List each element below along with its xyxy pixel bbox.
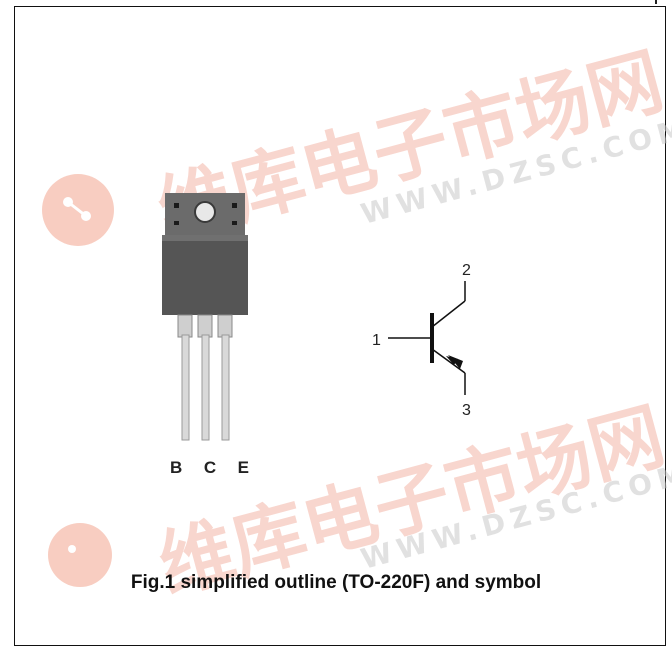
package-pin-labels: B C E	[170, 458, 250, 480]
pin-label-collector: C	[203, 458, 218, 477]
symbol-pin-emitter: 3	[462, 402, 471, 419]
to220f-package-image	[162, 193, 248, 441]
figure-caption: Fig.1 simplified outline (TO-220F) and s…	[130, 572, 542, 593]
corner-mark	[655, 0, 657, 4]
symbol-pin-collector: 2	[462, 262, 471, 279]
pin-label-emitter: E	[237, 458, 250, 477]
symbol-pin-base: 1	[372, 332, 381, 349]
pin-label-base: B	[170, 458, 184, 477]
npn-transistor-symbol: 2 1 3	[372, 262, 471, 419]
figure-frame	[14, 6, 666, 646]
